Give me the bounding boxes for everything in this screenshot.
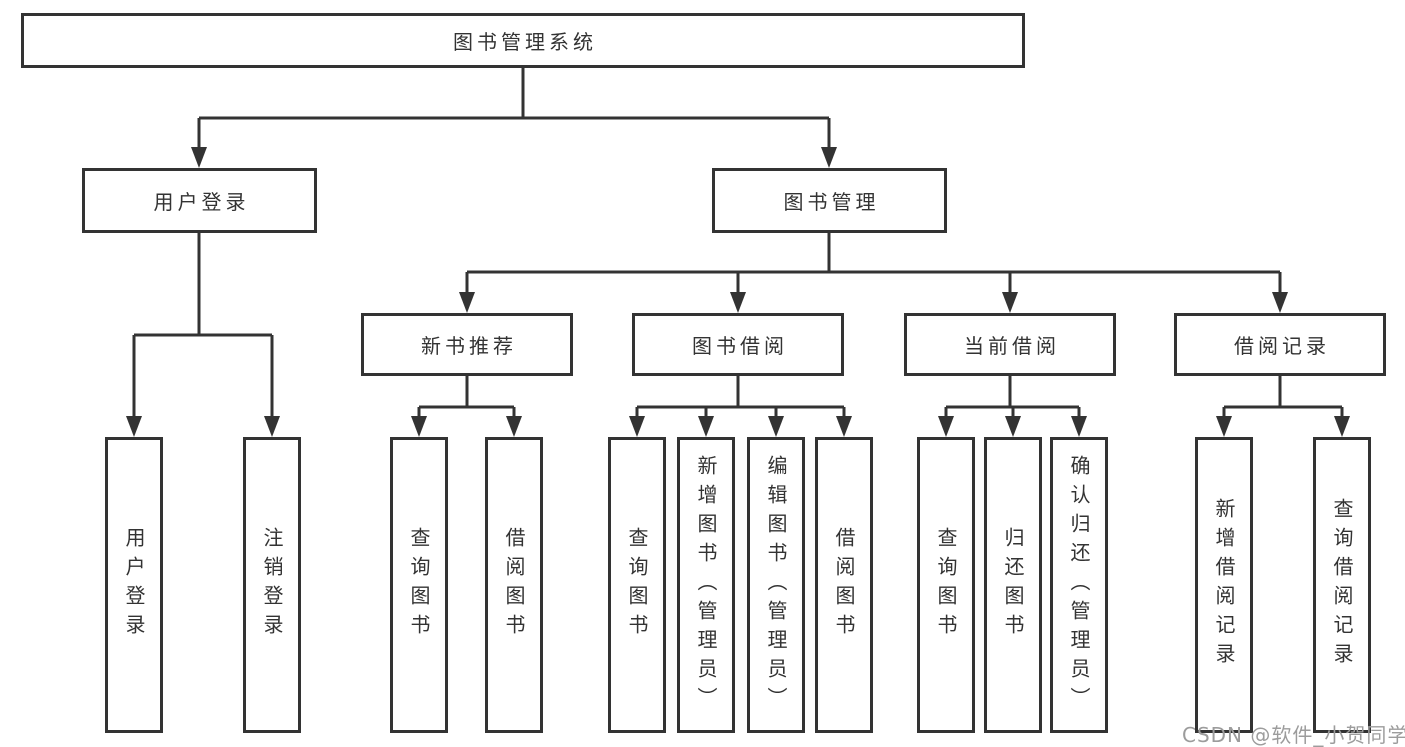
leaf-label: 编辑图书（管理员） [764,454,788,716]
node-new-book-recommend: 新书推荐 [361,313,573,376]
node-book-management: 图书管理 [712,168,947,233]
leaf-label: 查询借阅记录 [1330,498,1354,672]
leaf-query-borrow-record: 查询借阅记录 [1313,437,1371,733]
leaf-label: 查询图书 [407,527,431,643]
watermark: CSDN @软件_小贺同学 [1182,723,1405,747]
leaf-label: 注销登录 [260,527,284,643]
leaf-user-login: 用户登录 [105,437,163,733]
node-borrow-records: 借阅记录 [1174,313,1386,376]
node-label: 当前借阅 [964,334,1060,358]
node-label: 借阅记录 [1234,334,1330,358]
leaf-edit-books-admin: 编辑图书（管理员） [747,437,805,733]
node-current-borrow: 当前借阅 [904,313,1116,376]
leaf-borrow-books: 借阅图书 [815,437,873,733]
leaf-label: 查询图书 [625,527,649,643]
node-book-borrow: 图书借阅 [632,313,844,376]
leaf-return-books: 归还图书 [984,437,1042,733]
leaf-label: 新增借阅记录 [1212,498,1236,672]
leaf-query-books-recommend: 查询图书 [390,437,448,733]
leaf-label: 查询图书 [934,527,958,643]
leaf-label: 借阅图书 [502,527,526,643]
leaf-label: 归还图书 [1001,527,1025,643]
leaf-add-borrow-record: 新增借阅记录 [1195,437,1253,733]
node-label: 新书推荐 [421,334,517,358]
leaf-logout: 注销登录 [243,437,301,733]
node-user-login: 用户登录 [82,168,317,233]
leaf-add-books-admin: 新增图书（管理员） [677,437,735,733]
leaf-query-books-current: 查询图书 [917,437,975,733]
node-label: 图书管理系统 [453,30,597,54]
node-label: 图书管理 [783,190,880,214]
leaf-query-books-borrow: 查询图书 [608,437,666,733]
node-label: 图书借阅 [692,334,788,358]
leaf-label: 确认归还（管理员） [1067,454,1091,716]
leaf-confirm-return-admin: 确认归还（管理员） [1050,437,1108,733]
node-root-system: 图书管理系统 [21,13,1025,68]
leaf-borrow-books-recommend: 借阅图书 [485,437,543,733]
node-label: 用户登录 [153,190,250,214]
leaf-label: 新增图书（管理员） [694,454,718,716]
leaf-label: 用户登录 [122,527,146,643]
leaf-label: 借阅图书 [832,527,856,643]
